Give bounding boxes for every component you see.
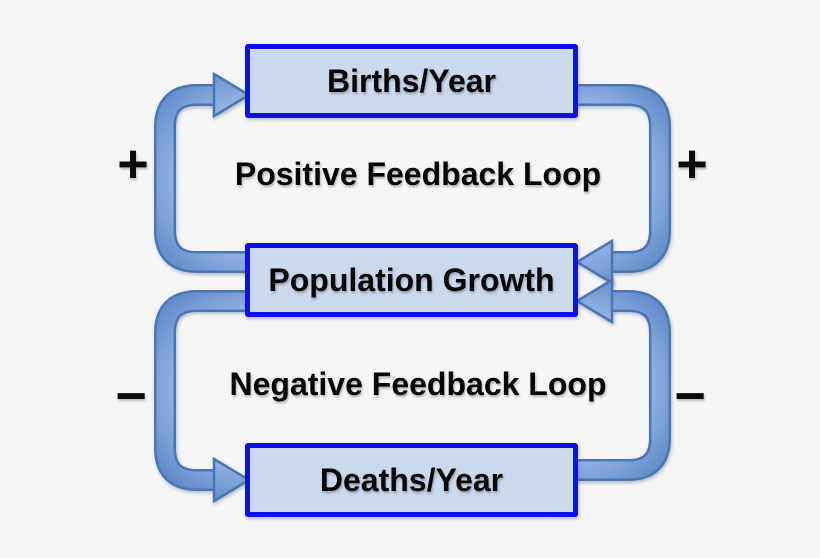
plus-sign-right: + [676,134,708,194]
arrow-deaths-to-population [573,277,671,481]
positive-feedback-loop-label: Positive Feedback Loop [234,156,602,192]
minus-sign-left: − [115,366,147,426]
node-deaths-year-label: Deaths/Year [319,461,504,498]
arrow-births-to-population [573,84,671,286]
arrow-population-to-deaths [154,290,252,504]
node-deaths-year: Deaths/Year [245,443,578,517]
negative-feedback-loop-label: Negative Feedback Loop [229,366,607,402]
node-births-year-label: Births/Year [327,62,496,99]
node-births-year: Births/Year [245,44,578,118]
arrowhead-into-births [212,71,252,119]
minus-sign-right: − [674,366,706,426]
arrowhead-into-deaths [212,456,252,504]
plus-sign-left: + [117,134,149,194]
arrowhead-into-population-top [574,238,614,286]
node-population-growth: Population Growth [245,243,578,317]
node-population-growth-label: Population Growth [268,261,555,298]
arrowhead-into-population-bottom [574,277,614,325]
arrow-population-to-births [154,71,252,273]
